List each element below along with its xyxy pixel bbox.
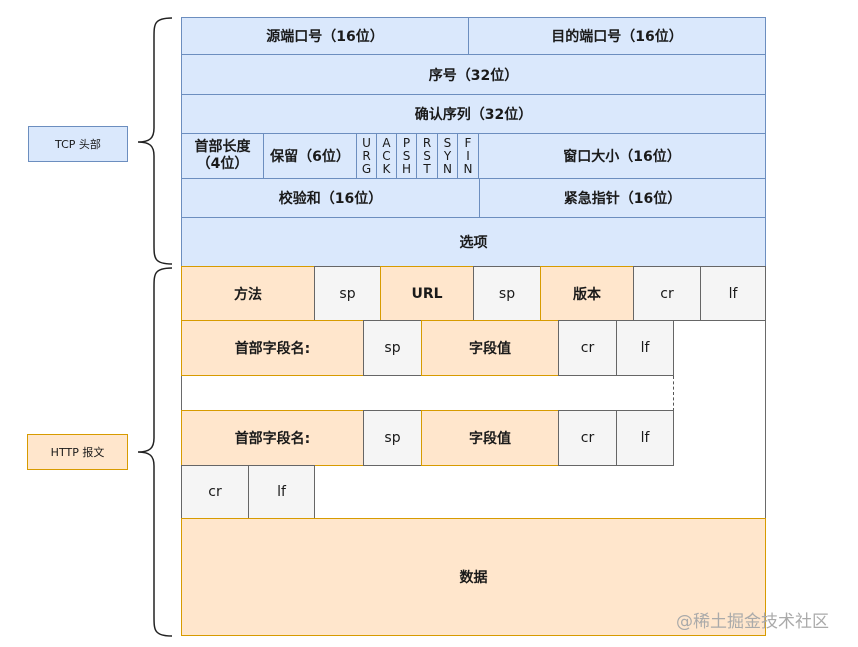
source-port-field: 源端口号（16位） <box>181 17 469 55</box>
options-field: 选项 <box>181 217 766 267</box>
lf-field: lf <box>700 266 766 321</box>
cr-field: cr <box>558 320 617 376</box>
cr-field: cr <box>181 465 249 519</box>
header-length-field: 首部长度 （4位） <box>181 133 264 179</box>
checksum-field: 校验和（16位） <box>181 178 480 218</box>
lf-field: lf <box>248 465 315 519</box>
destination-port-field: 目的端口号（16位） <box>468 17 766 55</box>
url-field: URL <box>380 266 474 321</box>
body-field: 数据 <box>181 518 766 636</box>
sequence-number-field: 序号（32位） <box>181 54 766 95</box>
flag-syn: S Y N <box>437 133 458 179</box>
reserved-field: 保留（6位） <box>263 133 357 179</box>
http-brace <box>137 267 173 637</box>
watermark: @稀土掘金技术社区 <box>676 612 829 632</box>
header-value-field: 字段值 <box>421 320 559 376</box>
ack-number-field: 确认序列（32位） <box>181 94 766 134</box>
urgent-pointer-field: 紧急指针（16位） <box>479 178 766 218</box>
cr-field: cr <box>633 266 701 321</box>
version-field: 版本 <box>540 266 634 321</box>
flag-psh: P S H <box>396 133 417 179</box>
header-name-field: 首部字段名: <box>181 410 364 466</box>
window-size-field: 窗口大小（16位） <box>478 133 766 179</box>
sp-field: sp <box>473 266 541 321</box>
lf-field: lf <box>616 410 674 466</box>
method-field: 方法 <box>181 266 315 321</box>
tcp-brace <box>137 17 173 265</box>
sp-field: sp <box>363 320 422 376</box>
cr-field: cr <box>558 410 617 466</box>
sp-field: sp <box>363 410 422 466</box>
continuation-line <box>673 376 674 411</box>
flag-rst: R S T <box>416 133 438 179</box>
flag-ack: A C K <box>376 133 397 179</box>
tcp-header-label: TCP 头部 <box>28 126 128 162</box>
header-name-field: 首部字段名: <box>181 320 364 376</box>
flag-fin: F I N <box>457 133 479 179</box>
flag-urg: U R G <box>356 133 377 179</box>
http-message-label: HTTP 报文 <box>27 434 128 470</box>
sp-field: sp <box>314 266 381 321</box>
lf-field: lf <box>616 320 674 376</box>
header-value-field: 字段值 <box>421 410 559 466</box>
